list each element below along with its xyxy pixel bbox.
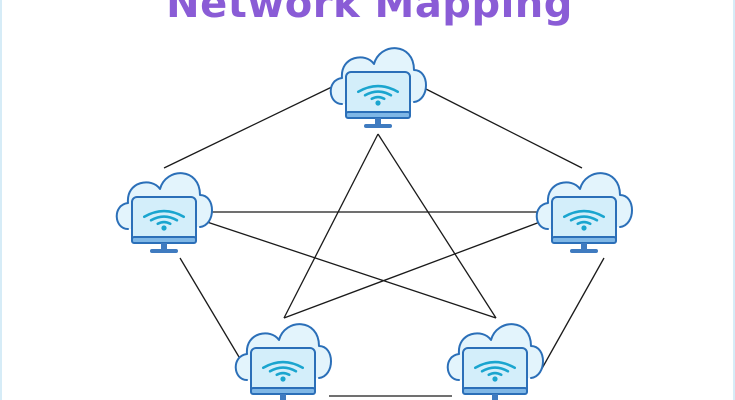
wifi-arc [474, 360, 516, 370]
edge-right-to-bottom-right [539, 257, 605, 373]
wifi-dot [581, 225, 587, 231]
monitor-base [570, 249, 598, 253]
wifi-icon [262, 360, 304, 382]
edge-top-to-left [163, 83, 339, 169]
monitor-bezel [131, 236, 197, 244]
node-left-cloud-computer-wifi-icon [115, 172, 213, 253]
wifi-arc [262, 360, 304, 370]
nodes [115, 47, 633, 400]
edge-left-to-bottom-right [206, 221, 497, 319]
wifi-arc [569, 215, 599, 222]
wifi-arc [143, 209, 185, 219]
edge-top-to-bottom-left [283, 133, 379, 319]
wifi-icon [474, 360, 516, 382]
wifi-arc [275, 371, 291, 377]
node-bottom-right-cloud-computer-wifi-icon [446, 323, 544, 400]
wifi-arc [576, 220, 592, 226]
wifi-arc [268, 366, 298, 373]
wifi-arc [487, 371, 503, 377]
wifi-dot [375, 100, 381, 106]
wifi-icon [357, 84, 399, 106]
wifi-dot [492, 376, 498, 382]
monitor-neck [375, 118, 381, 125]
monitor-neck [581, 243, 587, 250]
edge-top-to-bottom-right [377, 133, 497, 319]
wifi-dot [280, 376, 286, 382]
page-title: Network Mapping [166, 0, 573, 27]
wifi-icon [563, 209, 605, 231]
edge-right-to-bottom-left [283, 221, 541, 319]
edge-left-to-bottom-left [179, 257, 243, 363]
monitor-neck [492, 394, 498, 400]
monitor-neck [280, 394, 286, 400]
wifi-arc [480, 366, 510, 373]
node-right-cloud-computer-wifi-icon [535, 172, 633, 253]
wifi-arc [156, 220, 172, 226]
monitor-bezel [551, 236, 617, 244]
wifi-icon [143, 209, 185, 231]
node-top-cloud-computer-wifi-icon [329, 47, 427, 128]
edges [163, 83, 605, 397]
wifi-arc [363, 90, 393, 97]
monitor-base [150, 249, 178, 253]
monitor-neck [161, 243, 167, 250]
wifi-dot [161, 225, 167, 231]
monitor-base [364, 124, 392, 128]
wifi-arc [563, 209, 605, 219]
monitor-bezel [345, 111, 411, 119]
monitor-bezel [250, 387, 316, 395]
wifi-arc [149, 215, 179, 222]
monitor-bezel [462, 387, 528, 395]
wifi-arc [370, 95, 386, 101]
node-bottom-left-cloud-computer-wifi-icon [234, 323, 332, 400]
wifi-arc [357, 84, 399, 94]
edge-top-to-right [419, 85, 583, 169]
